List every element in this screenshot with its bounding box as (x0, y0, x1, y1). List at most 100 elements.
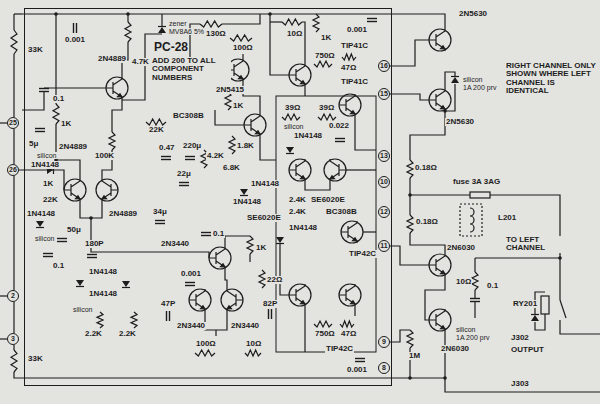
resistor-symbol (318, 114, 336, 120)
component-value: fuse 3A 3AG (452, 178, 501, 186)
pin-number: 8 (378, 362, 390, 374)
wire (80, 201, 102, 218)
wire (270, 21, 282, 22)
diode-symbol (158, 27, 166, 34)
component-value: 0.1 (52, 262, 65, 270)
transistor-symbol (289, 159, 311, 181)
wire (0, 122, 7, 123)
diode-symbol (276, 237, 284, 244)
resistor-symbol (247, 236, 253, 254)
coil-symbol (460, 204, 482, 236)
component-value: L201 (497, 214, 517, 222)
component-value: 39Ω (318, 104, 335, 112)
component-value: 1N4148 (232, 198, 262, 206)
resistor-symbol (53, 104, 59, 124)
wire (346, 169, 376, 170)
wire (22, 14, 445, 29)
component-value: BC308B (172, 112, 205, 120)
wire (305, 181, 330, 190)
capacitor-symbol (201, 233, 211, 236)
transistor-symbol (289, 284, 311, 306)
wire (205, 311, 227, 330)
wire (363, 231, 376, 232)
component-value: 33K (27, 355, 44, 363)
diode-symbol (451, 77, 459, 84)
component-value: TIP41C (340, 78, 369, 86)
component-value: 10Ω (455, 278, 472, 286)
component-value: 1N4148 (288, 224, 318, 232)
diode-symbol (122, 281, 130, 288)
component-value: 1N4148 (88, 290, 118, 298)
wire (56, 124, 80, 179)
capacitor-symbol (179, 183, 189, 186)
transistor-symbol (324, 159, 346, 181)
wire (243, 81, 260, 114)
wire (19, 170, 64, 190)
wire (225, 236, 250, 247)
component-value: 10Ω (245, 340, 262, 348)
resistor-symbol (314, 61, 332, 67)
pin-number: 15 (378, 88, 390, 100)
component-value: 2N5630 (458, 10, 488, 18)
resistor-symbol (125, 22, 131, 42)
wire (14, 13, 22, 14)
capacitor-symbol (87, 255, 97, 258)
component-value: 2N3440 (160, 240, 190, 248)
wire (354, 306, 355, 316)
wire (13, 129, 14, 164)
component-value: SE6020E (310, 196, 346, 204)
transistor-symbol (339, 284, 361, 306)
note-text: TO LEFT CHANNEL (505, 236, 567, 253)
wire (445, 378, 600, 392)
component-value: 0.001 (346, 366, 368, 374)
component-value: 39Ω (284, 104, 301, 112)
resistor-symbol (200, 21, 222, 27)
component-value: TIP42C (325, 345, 354, 353)
capacitor-symbol (355, 359, 365, 362)
transistor-symbol (339, 94, 361, 116)
component-value: 0.001 (64, 36, 86, 44)
pin-number: 16 (378, 60, 390, 72)
resistor-symbol (195, 350, 215, 356)
component-value: TIP42C (348, 250, 377, 258)
component-value: 1K (42, 180, 54, 188)
resistor-symbol (225, 92, 231, 110)
resistor-symbol (259, 270, 265, 288)
component-value: OUTPUT (510, 346, 545, 354)
transistor-symbol (429, 89, 451, 111)
resistor-symbol (109, 132, 115, 150)
diode-symbol (240, 189, 248, 196)
capacitor-symbol (367, 19, 377, 22)
component-value: 1M (408, 352, 421, 360)
component-value: 2N6030 (440, 345, 470, 353)
diode-symbol (286, 147, 294, 154)
component-value: BC308B (325, 208, 358, 216)
component-note: 1A 200 prv (455, 334, 490, 341)
transistor-symbol (106, 77, 128, 99)
capacitor-symbol (43, 254, 53, 257)
component-value: 0.18Ω (414, 164, 438, 172)
wire (225, 269, 227, 289)
component-value: TIP41C (340, 42, 369, 50)
component-value: 2N4889 (58, 143, 88, 151)
component-value: 2.4K (288, 196, 307, 204)
component-value: 750Ω (314, 52, 336, 60)
capacitor-symbol (167, 311, 170, 321)
capacitor-symbol (269, 309, 272, 319)
junction-dot (558, 256, 562, 260)
wire (91, 218, 209, 258)
component-value: 0.001 (346, 26, 368, 34)
capacitor-symbol (470, 299, 480, 302)
component-value: 22K (42, 196, 59, 204)
resistor-symbol (146, 119, 166, 125)
capacitor-symbol (57, 239, 67, 242)
resistor-symbol (407, 215, 413, 233)
resistor-symbol (342, 54, 356, 60)
component-value: 10Ω (286, 30, 303, 38)
component-note: silicon (72, 306, 93, 313)
component-value: 0.1 (52, 95, 65, 103)
resistor-symbol (131, 312, 137, 328)
pin-number: 3 (7, 333, 19, 345)
pin-number: 25 (7, 117, 19, 129)
wire (0, 338, 7, 339)
